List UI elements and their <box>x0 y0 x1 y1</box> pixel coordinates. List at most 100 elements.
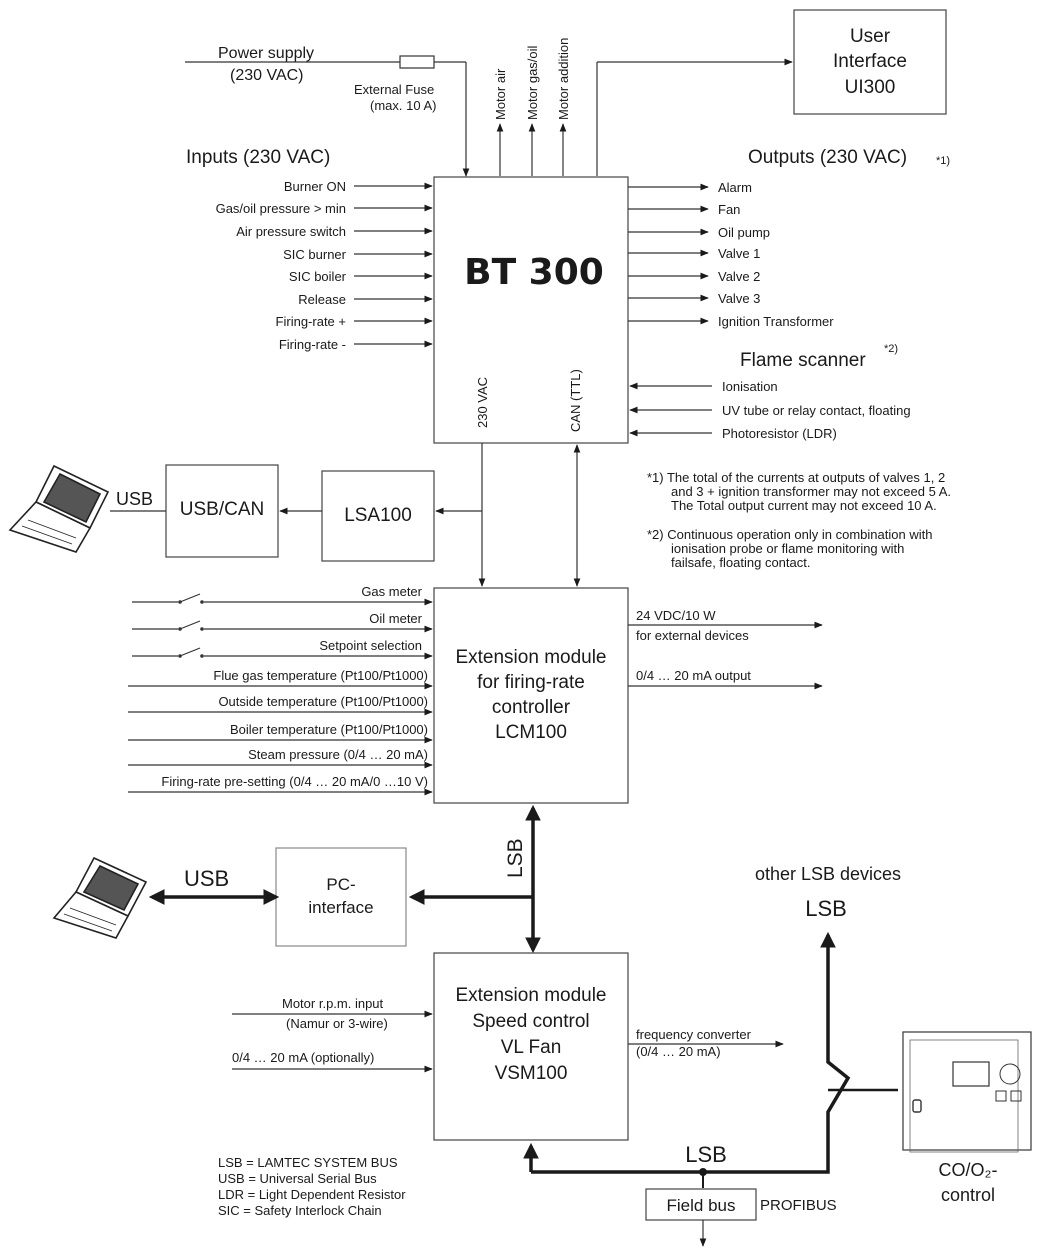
bt300-output-label: Oil pump <box>718 225 770 240</box>
bt300-input-label: Air pressure switch <box>236 224 346 239</box>
inputs-heading: Inputs (230 VAC) <box>186 147 330 168</box>
switch-lever <box>179 620 201 630</box>
profibus-label: PROFIBUS <box>760 1197 837 1214</box>
bt300-input-label: Release <box>298 292 346 307</box>
lsa100-block <box>321 470 435 562</box>
bt300-port-can: CAN (TTL) <box>568 369 583 432</box>
lsa100-label: LSA100 <box>344 505 412 526</box>
lsb-bottom-bus <box>523 931 898 1188</box>
lcm100-output-lines <box>628 621 823 690</box>
legend-lsb: LSB = LAMTEC SYSTEM BUS <box>218 1155 398 1170</box>
usb-mid-label: USB <box>184 866 229 891</box>
power-supply-line <box>185 55 470 177</box>
vsm100-io-lines <box>232 1010 784 1073</box>
bt300-input-label: Burner ON <box>284 179 346 194</box>
vsm100-line2: Speed control <box>472 1011 589 1032</box>
lcm100-input-label: Gas meter <box>361 584 422 599</box>
vsm100-ma-input: 0/4 … 20 mA (optionally) <box>232 1050 374 1065</box>
motor-air-label: Motor air <box>493 68 508 120</box>
vsm100-fc-output: frequency converter <box>636 1027 752 1042</box>
lcm100-input-label: Outside temperature (Pt100/Pt1000) <box>218 694 428 709</box>
flame-scanner-heading: Flame scanner <box>740 350 866 371</box>
bt300-input-label: Gas/oil pressure > min <box>216 201 346 216</box>
switch-contact <box>200 654 204 658</box>
bt300-input-label: Firing-rate - <box>279 337 346 352</box>
lsb-bus-thick <box>148 804 541 954</box>
lsb-bottom-label: LSB <box>685 1142 727 1167</box>
bt300-output-label: Ignition Transformer <box>718 314 834 329</box>
pc-interface-block <box>275 847 407 947</box>
lcm100-input-label: Boiler temperature (Pt100/Pt1000) <box>230 722 428 737</box>
abbreviation-legend: LSB = LAMTEC SYSTEM BUS USB = Universal … <box>218 1155 406 1218</box>
lcm100-line2: for firing-rate <box>477 672 585 693</box>
vsm100-line4: VSM100 <box>495 1063 568 1084</box>
switch-lever <box>179 593 201 603</box>
footnote-1-line3: The Total output current may not exceed … <box>671 498 937 513</box>
ui300-block <box>793 9 947 115</box>
bt300-output-label: Valve 3 <box>718 291 760 306</box>
footnote-1-line1: *1) The total of the currents at outputs… <box>647 470 945 485</box>
flame-scanner-note-marker: *2) <box>884 343 898 355</box>
usbcan-label: USB/CAN <box>180 499 264 520</box>
legend-sic: SIC = Safety Interlock Chain <box>218 1203 382 1218</box>
external-fuse-label: External Fuse <box>354 82 434 97</box>
lsb-top-label: LSB <box>805 896 847 921</box>
fieldbus-block <box>645 1188 757 1221</box>
motor-arrows <box>496 123 567 176</box>
flame-scanner-label: Photoresistor (LDR) <box>722 426 837 441</box>
footnote-2-line1: *2) Continuous operation only in combina… <box>647 527 932 542</box>
lsb-other-devices: other LSB devices <box>755 864 901 884</box>
switch-contact <box>200 600 204 604</box>
lcm100-input-label: Steam pressure (0/4 … 20 mA) <box>248 747 428 762</box>
laptop-icon <box>52 856 148 939</box>
lsb-vertical-label: LSB <box>504 838 527 878</box>
motor-gasoil-label: Motor gas/oil <box>525 45 540 120</box>
laptop-icon <box>8 464 110 553</box>
vsm100-rpm-input-type: (Namur or 3-wire) <box>286 1016 388 1031</box>
ui300-connection <box>596 58 793 176</box>
power-supply-label: Power supply <box>218 45 314 62</box>
lcm100-line3: controller <box>492 697 571 718</box>
ui300-line1: User <box>850 26 891 47</box>
bt300-input-label: Firing-rate + <box>276 314 346 329</box>
vsm100-line1: Extension module <box>455 985 606 1006</box>
lsa-connections <box>110 443 581 587</box>
bt300-input-label: SIC burner <box>283 247 347 262</box>
switch-lever <box>179 647 201 657</box>
footnote-2: *2) Continuous operation only in combina… <box>647 527 932 570</box>
vsm100-block <box>433 952 629 1141</box>
vsm100-fc-output-range: (0/4 … 20 mA) <box>636 1044 721 1059</box>
lcm100-block <box>433 587 629 804</box>
co-o2-device <box>902 1031 1032 1153</box>
bt300-output-label: Fan <box>718 202 740 217</box>
footnote-2-line3: failsafe, floating contact. <box>671 555 810 570</box>
lcm100-input-label: Firing-rate pre-setting (0/4 … 20 mA/0 …… <box>161 774 428 789</box>
bt300-title: BT 300 <box>464 252 604 293</box>
vsm100-line3: VL Fan <box>501 1037 562 1058</box>
outputs-note-marker: *1) <box>936 155 950 167</box>
bt300-output-label: Alarm <box>718 180 752 195</box>
pc-interface-line2: interface <box>308 898 373 917</box>
flame-scanner-list: Ionisation UV tube or relay contact, floa… <box>629 379 911 441</box>
bus-junction <box>699 1168 707 1176</box>
lcm100-input-label: Flue gas temperature (Pt100/Pt1000) <box>213 668 428 683</box>
usb-top-label: USB <box>116 489 153 509</box>
flame-scanner-label: Ionisation <box>722 379 778 394</box>
outputs-heading: Outputs (230 VAC) <box>748 147 907 168</box>
external-fuse-rating: (max. 10 A) <box>370 98 436 113</box>
lcm100-input-label: Setpoint selection <box>319 638 422 653</box>
lcm100-output-external: for external devices <box>636 628 749 643</box>
lcm100-output-24vdc: 24 VDC/10 W <box>636 608 716 623</box>
ui300-line3: UI300 <box>845 77 896 98</box>
footnote-1-line2: and 3 + ignition transformer may not exc… <box>671 484 951 499</box>
co-o2-line2: control <box>941 1185 995 1205</box>
flame-scanner-label: UV tube or relay contact, floating <box>722 403 911 418</box>
bt300-port-230vac: 230 VAC <box>475 377 490 428</box>
pc-interface-line1: PC- <box>326 875 355 894</box>
ui300-line2: Interface <box>833 51 907 72</box>
co-o2-line1: CO/O₂- <box>939 1160 998 1180</box>
vsm100-rpm-input: Motor r.p.m. input <box>282 996 384 1011</box>
